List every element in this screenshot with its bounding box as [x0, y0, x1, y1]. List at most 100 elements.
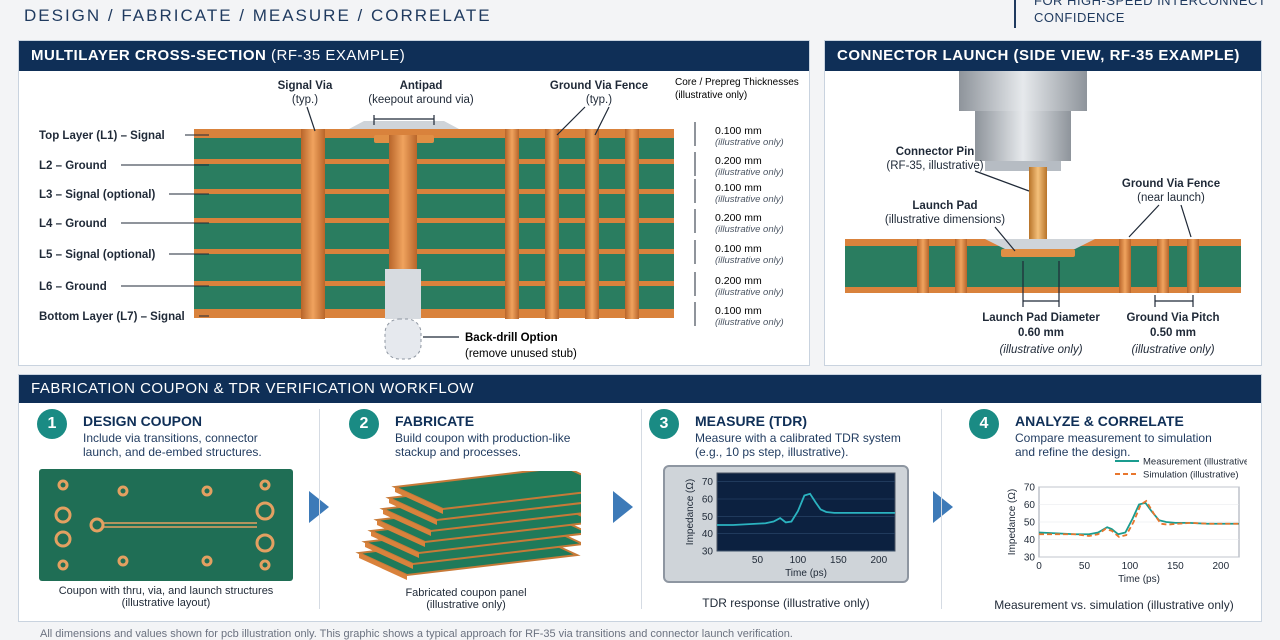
y-tick-label: 40 — [1024, 535, 1036, 546]
connector-launch-panel: CONNECTOR LAUNCH (SIDE VIEW, RF-35 EXAMP… — [824, 40, 1262, 366]
step-1-caption-1: Coupon with thru, via, and launch struct… — [58, 585, 274, 597]
launch-fence-label: Ground Via Fence — [1122, 178, 1220, 190]
x-tick-label: 50 — [752, 555, 764, 566]
thickness-note: (illustrative only) — [715, 224, 784, 235]
legend-label: Simulation (illustrative) — [1143, 470, 1239, 481]
step-3-number: 3 — [649, 409, 679, 439]
thickness-value: 0.100 mm — [715, 125, 762, 137]
layer-l1-copper — [194, 129, 674, 138]
arrow-right-icon — [933, 491, 953, 523]
step-3-desc-1: Measure with a calibrated TDR system — [695, 431, 901, 445]
step-1-desc-1: Include via transitions, connector — [83, 431, 258, 445]
thickness-note: (illustrative only) — [715, 167, 784, 178]
backdrill-region — [384, 318, 422, 360]
thickness-value: 0.100 mm — [715, 305, 762, 317]
coupon-edge — [371, 531, 419, 558]
footer-note: All dimensions and values shown for pcb … — [40, 628, 793, 640]
x-tick-label: 200 — [870, 555, 887, 566]
thickness-value: 0.200 mm — [715, 155, 762, 167]
layer-label-l2: L2 – Ground — [39, 160, 107, 172]
layer-l5-copper — [194, 249, 674, 254]
arrow-right-icon — [613, 491, 633, 523]
via-pitch-label: Ground Via Pitch — [1126, 312, 1219, 324]
y-tick-label: 60 — [1024, 500, 1036, 511]
step-1-title: DESIGN COUPON — [83, 413, 203, 429]
cross-section-title: MULTILAYER CROSS-SECTION — [31, 47, 267, 64]
step-1-desc-2: launch, and de-embed structures. — [83, 445, 262, 459]
step-4-desc-2: and refine the design. — [1015, 445, 1131, 459]
ground-via-fence — [505, 129, 639, 319]
step-divider-2 — [641, 409, 642, 609]
cross-section-diagram: Top Layer (L1) – Signal L2 – Ground L3 –… — [39, 77, 799, 360]
antipad-label: Antipad — [400, 80, 443, 92]
launch-pad — [1001, 249, 1075, 257]
step-4-caption-1: Measurement vs. simulation (illustrative… — [994, 598, 1234, 612]
launch-callout-lines — [974, 170, 1194, 307]
tagline-line-2: CONFIDENCE — [1034, 10, 1125, 25]
y-tick-label: 50 — [1024, 518, 1036, 529]
legend-label: Measurement (illustrative) — [1143, 457, 1247, 468]
step-2-title: FABRICATE — [395, 413, 475, 429]
antipad-sublabel: (keepout around via) — [368, 94, 474, 106]
x-axis-label: Time (ps) — [785, 568, 827, 579]
thickness-column: 0.100 mm(illustrative only)0.200 mm(illu… — [694, 122, 784, 328]
launch-fence-sublabel: (near launch) — [1137, 192, 1205, 204]
thickness-note: (illustrative only) — [715, 194, 784, 205]
launch-pad-sublabel: (illustrative dimensions) — [885, 214, 1005, 226]
via-pitch-value: 0.50 mm — [1150, 327, 1196, 339]
layer-leader-lines — [121, 134, 209, 317]
x-tick-label: 0 — [1036, 561, 1042, 572]
signal-via — [301, 129, 325, 319]
backdrill-stub — [385, 269, 421, 319]
x-tick-label: 150 — [830, 555, 847, 566]
step-1-caption-2: (illustrative layout) — [121, 597, 211, 609]
x-tick-label: 200 — [1212, 561, 1229, 572]
thickness-value: 0.200 mm — [715, 212, 762, 224]
y-tick-label: 60 — [702, 495, 714, 506]
tagline-line-1: FOR HIGH-SPEED INTERCONNECT — [1034, 0, 1267, 8]
series-line — [1039, 499, 1239, 538]
x-axis-label: Time (ps) — [1118, 574, 1160, 585]
coupon-edge — [389, 498, 437, 525]
layer-label-l6: L6 – Ground — [39, 281, 107, 293]
step-3-title: MEASURE (TDR) — [695, 413, 807, 429]
header-tagline: FOR HIGH-SPEED INTERCONNECT CONFIDENCE — [1014, 0, 1280, 28]
step-3-caption-1: TDR response (illustrative only) — [702, 596, 870, 610]
backdrill-sublabel: (remove unused stub) — [465, 348, 577, 360]
coupon-illustration — [39, 469, 293, 581]
x-tick-label: 150 — [1167, 561, 1184, 572]
layer-l7-copper — [194, 309, 674, 318]
coupon-edge — [365, 542, 413, 569]
layer-label-l7: Bottom Layer (L7) – Signal — [39, 311, 185, 323]
y-tick-label: 30 — [702, 547, 714, 558]
step-2-desc-1: Build coupon with production-like — [395, 431, 571, 445]
step-2-caption-2: (illustrative only) — [426, 599, 506, 611]
x-tick-label: 100 — [790, 555, 807, 566]
y-tick-label: 30 — [1024, 553, 1036, 564]
connector-flange — [975, 111, 1071, 161]
pad-diameter-label: Launch Pad Diameter — [982, 312, 1100, 324]
backdrill-label: Back-drill Option — [465, 332, 558, 344]
launch-ground-vias — [917, 239, 1199, 293]
layer-l6-copper — [194, 281, 674, 286]
cross-section-panel: MULTILAYER CROSS-SECTION (RF-35 EXAMPLE) — [18, 40, 810, 366]
step-4-number: 4 — [969, 409, 999, 439]
step-2-number: 2 — [349, 409, 379, 439]
pad-diameter-value: 0.60 mm — [1018, 327, 1064, 339]
layer-label-l5: L5 – Signal (optional) — [39, 249, 155, 261]
coupon-edge — [395, 487, 443, 514]
coupon-board — [39, 469, 293, 581]
thickness-note: (illustrative only) — [715, 317, 784, 328]
signal-via-sublabel: (typ.) — [292, 94, 318, 106]
launch-antipad — [985, 239, 1095, 249]
thickness-note: (illustrative only) — [715, 137, 784, 148]
step-divider-3 — [941, 409, 942, 609]
step-1-number: 1 — [37, 409, 67, 439]
ground-fence-sublabel: (typ.) — [586, 94, 612, 106]
coupon-stack-illustration — [355, 471, 581, 580]
step-4-desc-1: Compare measurement to simulation — [1015, 431, 1212, 445]
workflow-panel: FABRICATION COUPON & TDR VERIFICATION WO… — [18, 374, 1262, 622]
